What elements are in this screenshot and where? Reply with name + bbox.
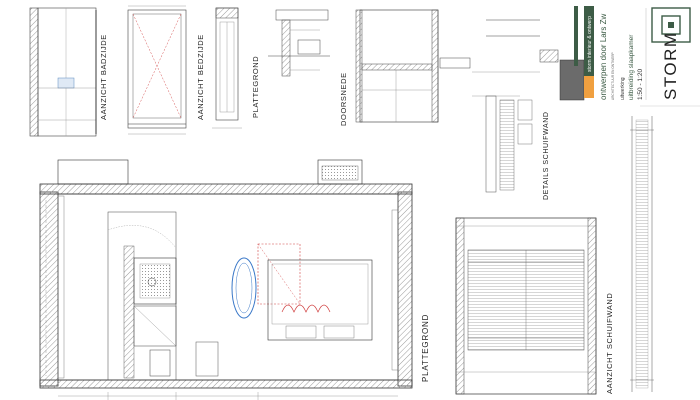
section-detail: DOORSNEDE	[268, 9, 348, 126]
storm-logo-mark	[651, 7, 691, 43]
right-column-details	[630, 116, 654, 392]
title-project: uitbreiding slaapkamer	[628, 34, 635, 100]
title-banner: storm interieur & ontwerp	[587, 16, 593, 72]
label-aanzicht-badzijde: AANZICHT BADZIJDE	[99, 34, 108, 120]
label-aanzicht-bedzijde: AANZICHT BEDZIJDE	[196, 34, 205, 120]
label-plattegrond-main: PLATTEGROND	[421, 314, 430, 382]
elevation-sliding-wall: AANZICHT SCHUIFWAND	[455, 217, 614, 395]
title-block: storm interieur & ontwerp ontwerpen door…	[584, 6, 700, 107]
plan-detail-top: PLATTEGROND	[212, 7, 260, 129]
label-details-schuifwand: DETAILS SCHUIFWAND	[543, 111, 550, 200]
main-floor-plan: PLATTEGROND	[39, 159, 430, 400]
label-plattegrond-detail: PLATTEGROND	[251, 56, 260, 118]
title-scale: 1:50 - 1:20	[637, 69, 644, 100]
title-subline: ARCHITECTUUR EN ONTWERP	[611, 52, 615, 100]
section-drawing	[355, 9, 471, 123]
elevation-bed-side: AANZICHT BEDZIJDE	[127, 5, 205, 135]
label-aanzicht-schuifwand: AANZICHT SCHUIFWAND	[605, 293, 614, 394]
title-discipline: uitwerking	[620, 77, 626, 100]
title-designer: ontwerpen door Lars Zw	[599, 14, 608, 100]
detail-sketches: DETAILS SCHUIFWAND	[472, 6, 585, 200]
title-company: STORM	[661, 31, 680, 100]
label-doorsnede: DOORSNEDE	[339, 72, 348, 126]
elevation-bath-side: AANZICHT BADZIJDE	[29, 7, 108, 137]
